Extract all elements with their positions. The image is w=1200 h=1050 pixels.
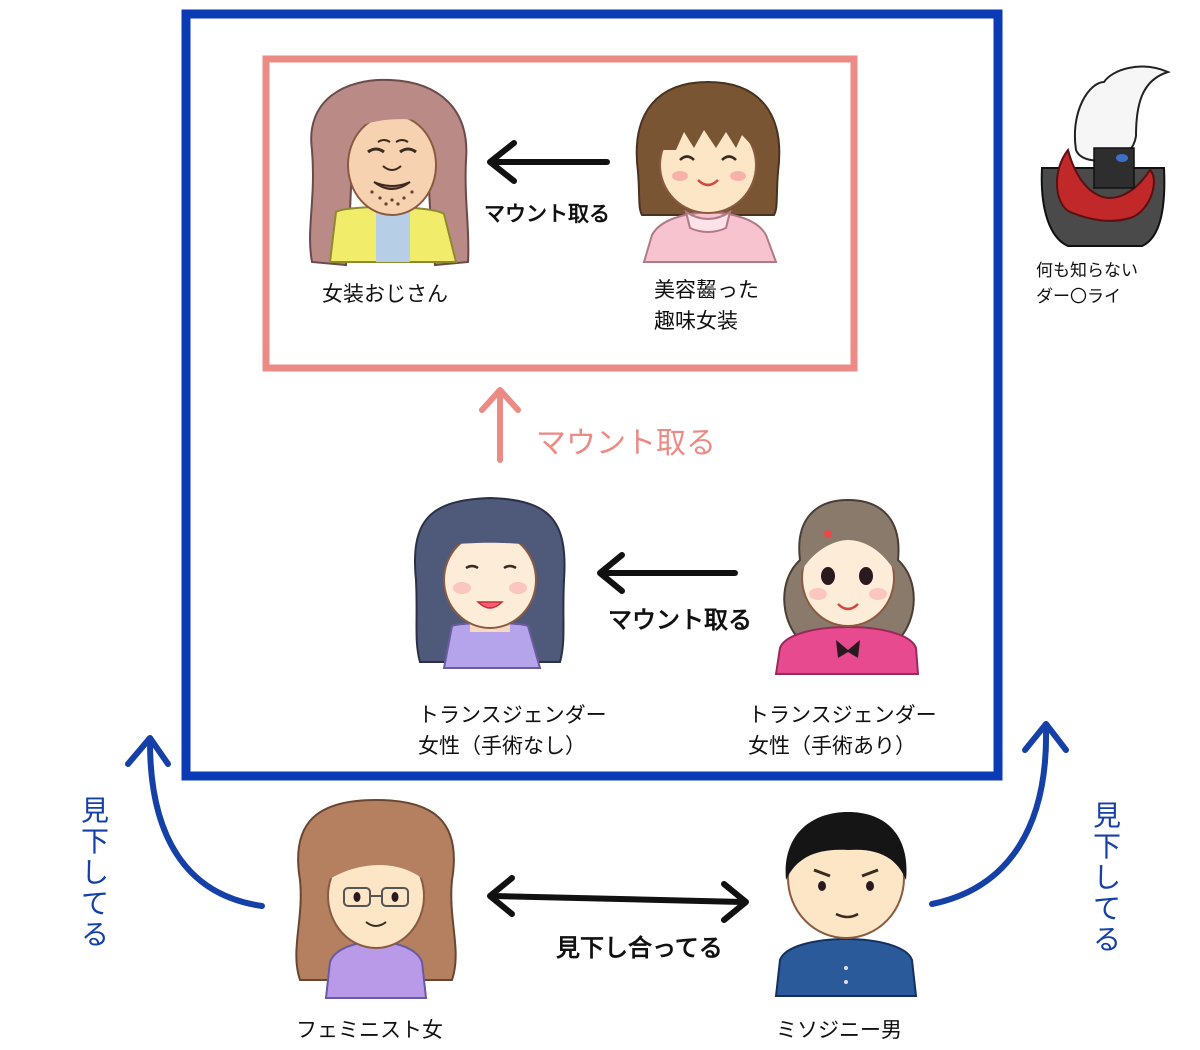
relation-lookdown-left: 見下してる: [80, 794, 109, 951]
label-biyou-josou: 美容齧った 趣味女装: [654, 278, 759, 333]
arrow-mid-mount: [597, 552, 738, 594]
avatar-biyou-josou: [635, 80, 781, 263]
avatar-trans-surgery: [774, 498, 920, 675]
arrow-top-mount: [487, 140, 610, 184]
avatar-feminist: [295, 798, 457, 999]
arrow-lookdown-right: [929, 721, 1069, 907]
relation-mount-mid: マウント取る: [608, 606, 752, 634]
inner-box: [262, 55, 858, 372]
arrow-mutual: [487, 875, 749, 923]
relation-lookdown-right: 見下してる: [1092, 799, 1121, 956]
label-darkrai: 何も知らない ダー〇ライ: [1036, 261, 1138, 307]
relation-mount-up: マウント取る: [536, 426, 716, 461]
avatar-misogyny: [774, 812, 918, 997]
arrow-lookdown-left: [125, 735, 265, 909]
avatar-trans-no-surgery: [414, 496, 566, 669]
relation-mutual-lookdown: 見下し合ってる: [556, 934, 723, 962]
label-feminist: フェミニスト女: [296, 1018, 443, 1042]
label-trans-surgery: トランスジェンダー 女性（手術あり）: [748, 703, 937, 758]
avatar-darkrai: [1040, 65, 1171, 247]
label-josou-ojisan: 女装おじさん: [322, 282, 448, 306]
relation-mount-top: マウント取る: [484, 202, 610, 226]
label-trans-no-surgery: トランスジェンダー 女性（手術なし）: [418, 703, 607, 758]
avatar-josou-ojisan: [309, 78, 470, 267]
arrow-pink-up: [479, 387, 521, 463]
label-misogyny: ミソジニー男: [776, 1018, 902, 1042]
outer-box: [181, 9, 1003, 781]
